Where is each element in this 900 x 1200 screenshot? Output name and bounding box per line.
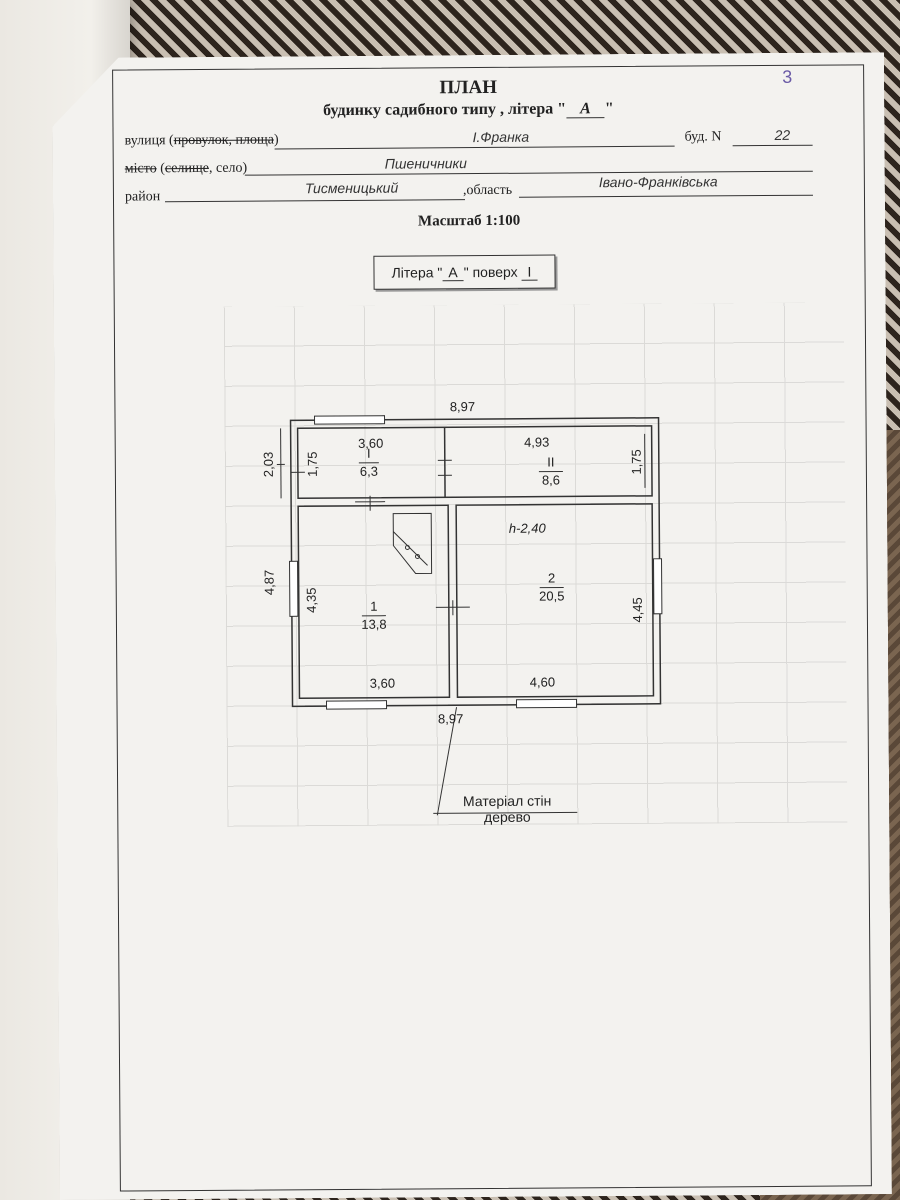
ceiling-height: h-2,40 <box>509 521 547 536</box>
room-labels: I 6,3 II 8,6 1 13,8 2 20,5 <box>359 444 565 631</box>
room-I-area: 6,3 <box>360 464 378 479</box>
dim-left-upper-inner: 1,75 <box>305 451 320 476</box>
room-II-number: II <box>547 455 554 470</box>
dim-bottom-left: 3,60 <box>370 676 395 691</box>
material-block: Матеріал стін дерево <box>437 792 577 825</box>
dim-bottom-total: 8,97 <box>438 711 463 726</box>
room-1-area: 13,8 <box>361 617 386 632</box>
material-label: Матеріал стін <box>462 792 552 810</box>
building-outline <box>291 418 661 707</box>
dim-top-right: 4,93 <box>524 435 549 450</box>
window-top <box>315 416 385 424</box>
door-marks <box>291 460 470 616</box>
dim-left-lower-inner: 4,35 <box>304 587 319 612</box>
dim-right-upper-inner: 1,75 <box>629 449 644 474</box>
window-bottom-left <box>326 701 386 709</box>
room-2-outline <box>456 504 653 697</box>
dim-top-total: 8,97 <box>450 399 475 414</box>
plan-sheet: 3 ПЛАН будинку садибного типу , літера "… <box>52 52 892 1200</box>
window-right <box>654 559 662 614</box>
dim-left-upper-outer: 2,03 <box>261 452 276 477</box>
window-left <box>290 561 298 616</box>
stove-icon <box>393 513 431 573</box>
material-value: дерево <box>483 808 531 826</box>
dimension-lines <box>277 426 648 817</box>
dim-top-left: 3,60 <box>358 436 383 451</box>
dim-right-lower-inner: 4,45 <box>630 597 645 622</box>
window-bottom-right <box>516 699 576 707</box>
room-II-area: 8,6 <box>542 472 560 487</box>
room-1-outline <box>298 505 449 698</box>
dim-left-lower-outer: 4,87 <box>262 570 277 595</box>
room-1-number: 1 <box>370 599 377 614</box>
dim-bottom-right: 4,60 <box>530 675 555 690</box>
floor-plan: 8,97 3,60 4,93 2,03 1,75 1,75 4,87 4,35 … <box>52 52 892 1200</box>
hallway-outline <box>298 426 652 498</box>
windows <box>289 414 663 710</box>
room-I-number: I <box>367 446 371 461</box>
room-2-number: 2 <box>548 570 555 585</box>
outer-walls <box>291 418 661 707</box>
material-underline <box>433 812 577 813</box>
room-2-area: 20,5 <box>539 588 564 603</box>
